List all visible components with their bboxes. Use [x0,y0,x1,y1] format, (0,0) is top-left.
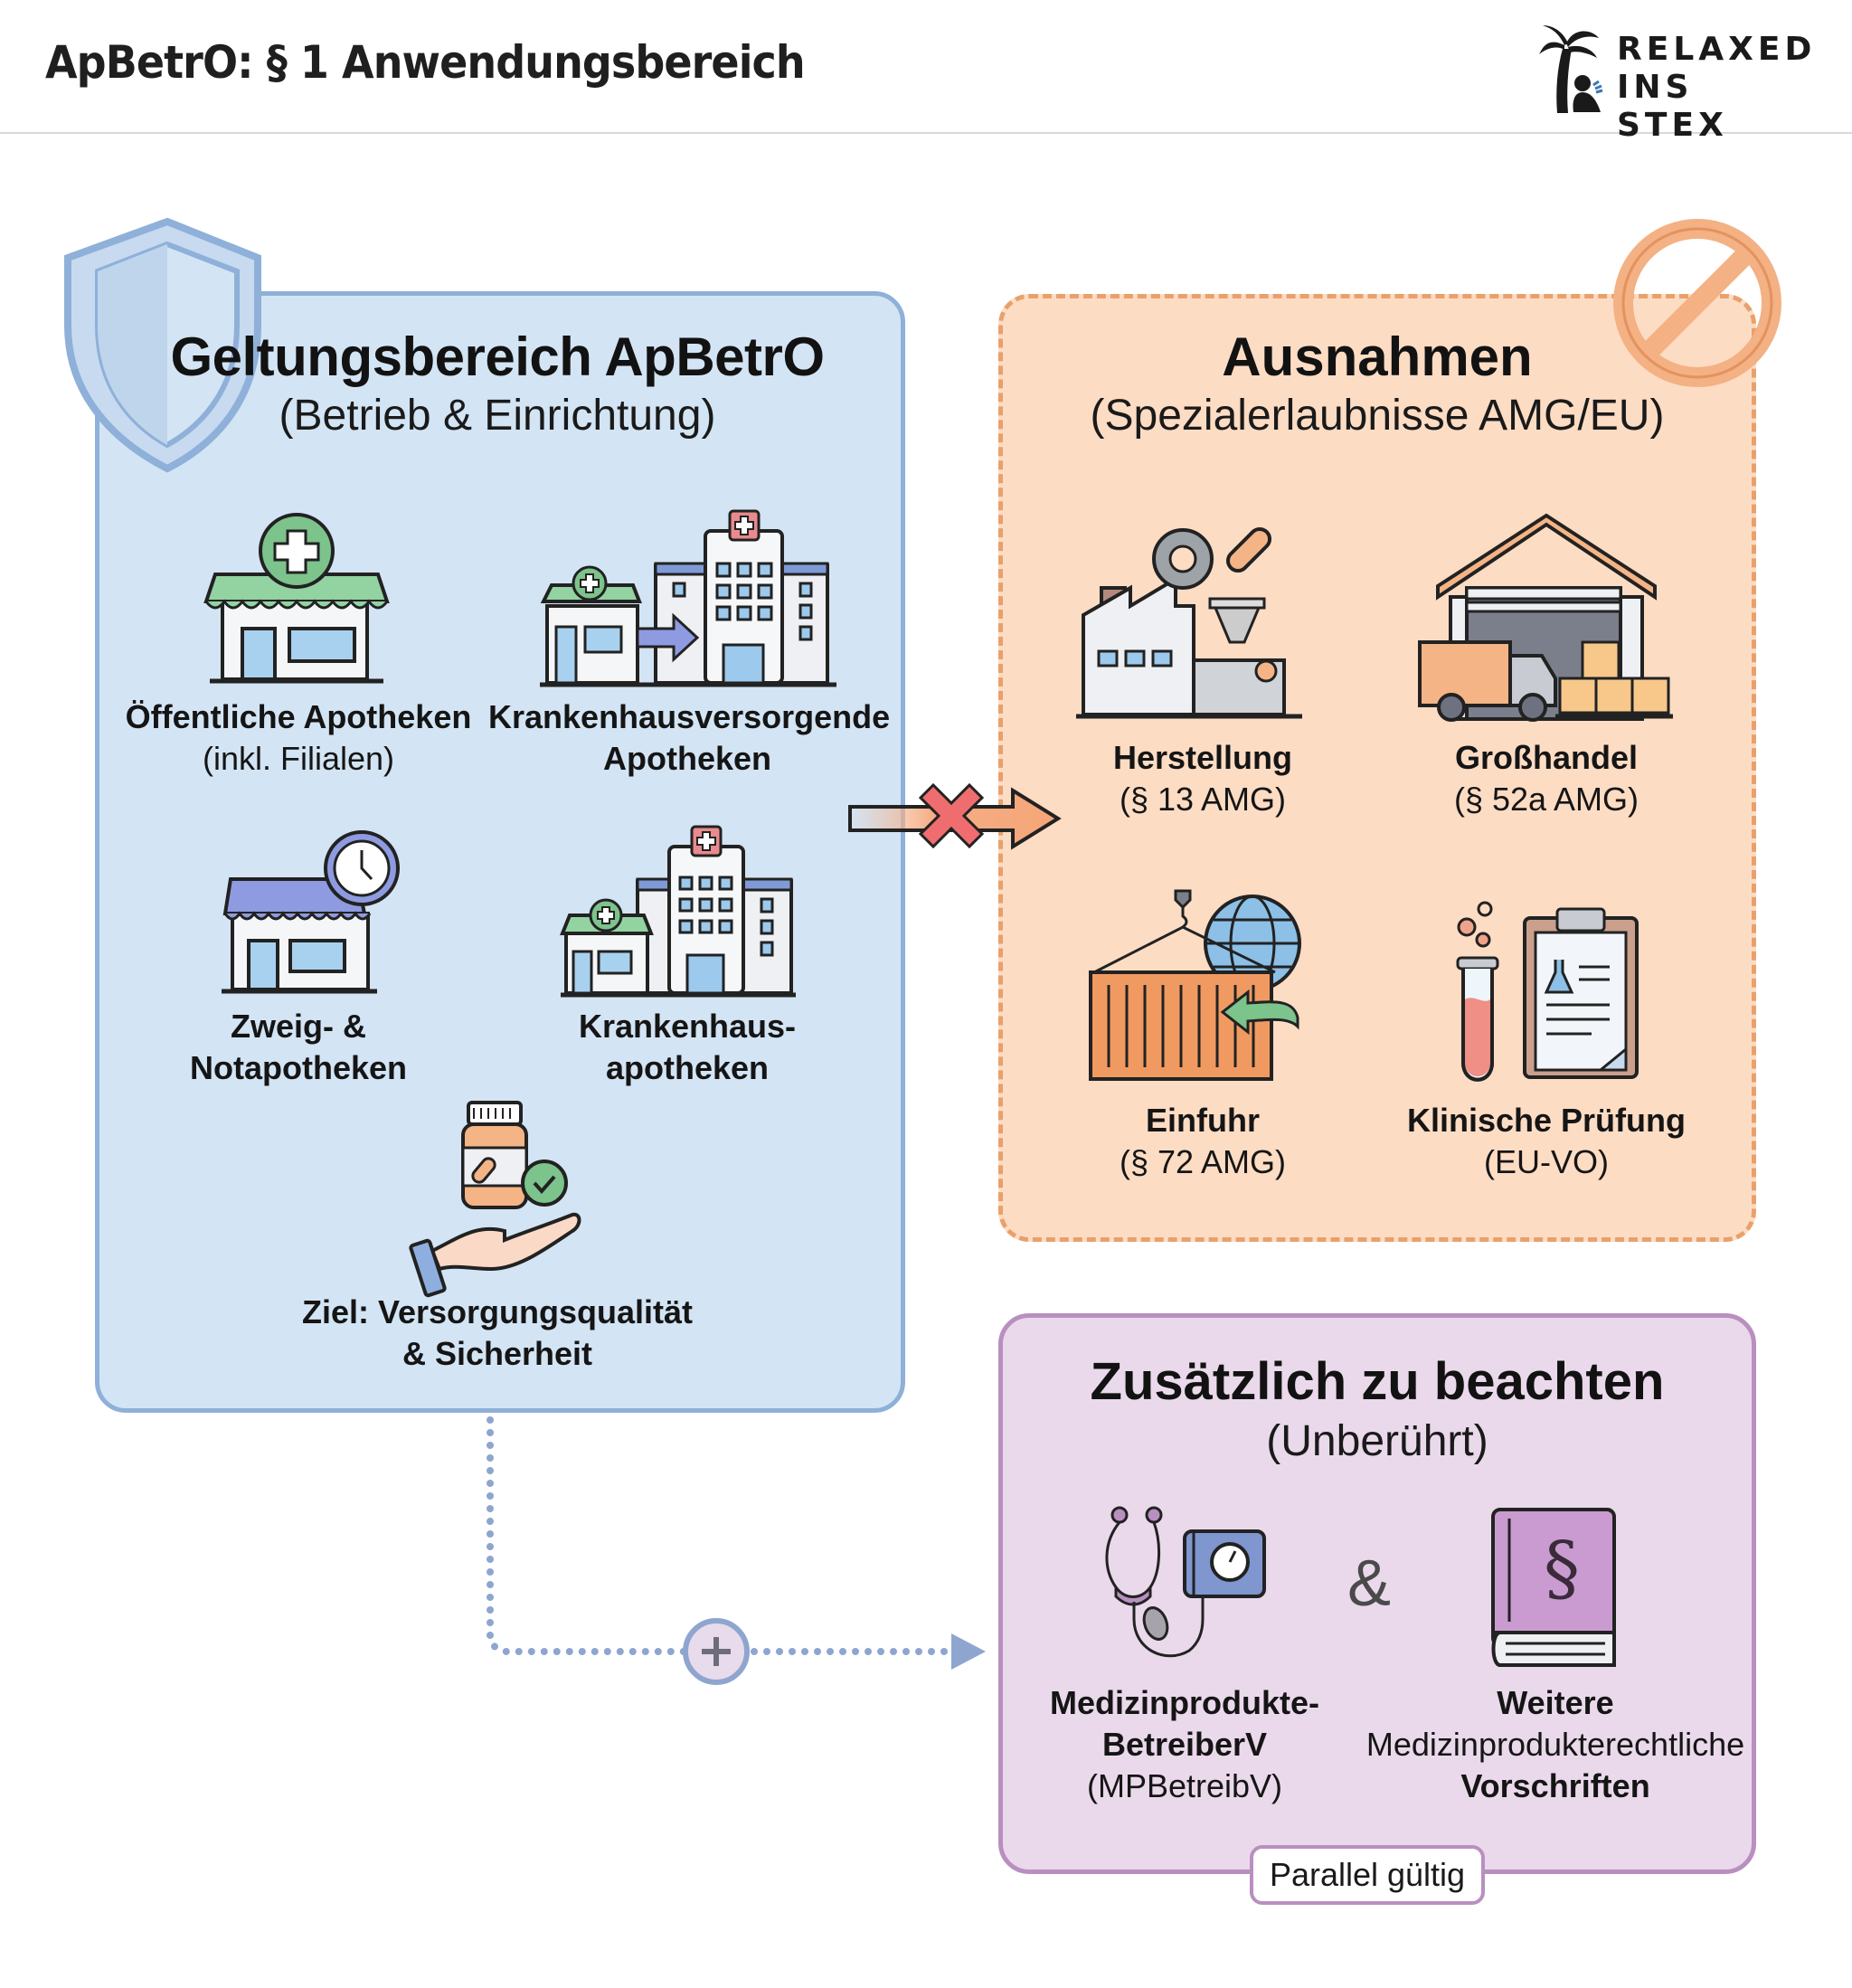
item-title: Öffentliche Apotheken [125,698,472,735]
item-title: Krankenhaus- [578,1008,797,1045]
additional-item-further-regulations: Weitere Medizinprodukterechtliche Vorsch… [1338,1682,1772,1807]
pharmacy-to-hospital-icon [540,509,836,687]
exception-clinical-trial: Klinische Prüfung (EU-VO) [1365,1100,1727,1183]
item-detail: (§ 52a AMG) [1453,781,1639,818]
additional-subtitle: (Unberührt) [1266,1417,1488,1465]
pharmacy-clock-icon [222,830,400,994]
item-title-2: Notapotheken [189,1049,407,1086]
prohibited-icon [1613,219,1781,387]
item-line-2: BetreiberV [1101,1726,1268,1763]
logo-line-1: RELAXED [1617,31,1817,68]
exception-wholesale: Großhandel (§ 52a AMG) [1365,737,1727,820]
exception-manufacturing: Herstellung (§ 13 AMG) [1022,737,1384,820]
item-title: Klinische Prüfung [1406,1102,1687,1139]
page-title: ApBetrO: § 1 Anwendungsbereich [45,36,806,89]
law-book-icon: § [1491,1508,1616,1667]
ampersand: & [1347,1548,1392,1620]
additional-title: Zusätzlich zu beachten [1090,1352,1665,1411]
item-line-1: Medizinprodukte- [1050,1684,1319,1721]
item-line-3: Vorschriften [1460,1767,1650,1804]
scope-title: Geltungsbereich ApBetrO [170,327,825,387]
goal-line-2: & Sicherheit [402,1335,593,1372]
shield-icon [64,217,261,473]
item-title: Herstellung [1112,739,1293,776]
logo: RELAXED INS STEX [1537,18,1811,144]
item-line-1: Weitere [1497,1684,1614,1721]
item-line-2: Medizinprodukterechtliche [1365,1726,1745,1763]
logo-text: RELAXED INS STEX [1617,31,1816,145]
goal-line-1: Ziel: Versorgungsqualität [301,1293,694,1330]
logo-line-2: INS STEX [1617,69,1728,144]
item-line-3: (MPBetreibV) [1086,1767,1283,1804]
exception-import: Einfuhr (§ 72 AMG) [1022,1100,1384,1183]
additional-item-mpbetreibv: Medizinprodukte- BetreiberV (MPBetreibV) [1013,1682,1356,1807]
item-detail: (EU-VO) [1484,1143,1609,1180]
scope-item-branch-emergency-pharmacies: Zweig- & Notapotheken [118,1006,479,1089]
scope-goal: Ziel: Versorgungsqualität & Sicherheit [271,1292,723,1375]
item-title: Zweig- & [231,1008,366,1045]
scope-item-public-pharmacies: Öffentliche Apotheken (inkl. Filialen) [109,696,488,780]
item-title-2: apotheken [605,1049,770,1086]
hand-medicine-check-icon [409,1101,581,1298]
scope-box [95,291,905,1413]
parallel-valid-badge: Parallel gültig [1250,1845,1485,1905]
hospital-pharmacy-icon [560,825,796,998]
scope-item-hospital-supplying-pharmacies: Krankenhausversorgende Apotheken [488,696,891,780]
blocked-arrow-icon [848,782,1062,850]
exceptions-subtitle: (Spezialerlaubnisse AMG/EU) [1090,392,1665,440]
test-tube-clipboard-icon [1456,901,1639,1082]
section-sign: § [1544,1526,1580,1610]
stethoscope-blood-pressure-icon [1105,1506,1266,1658]
exceptions-title: Ausnahmen [1222,327,1533,387]
item-title: Einfuhr [1146,1102,1260,1139]
factory-icon [1076,526,1302,719]
item-title: Krankenhausversorgende [488,698,891,735]
warehouse-truck-icon [1418,513,1673,722]
import-container-globe-icon [1089,889,1301,1081]
scope-subtitle: (Betrieb & Einrichtung) [279,392,716,440]
item-title: Großhandel [1454,739,1638,776]
dotted-connector [487,1416,986,1670]
header: ApBetrO: § 1 Anwendungsbereich RELAXED I… [0,0,1852,144]
palm-tree-person-icon [1539,25,1603,113]
item-detail: (inkl. Filialen) [202,740,395,777]
plus-circle-icon [683,1618,750,1685]
scope-item-hospital-pharmacies: Krankenhaus- apotheken [506,1006,868,1089]
pharmacy-store-icon [203,513,390,684]
item-title-2: Apotheken [602,740,771,777]
item-detail: (§ 72 AMG) [1119,1143,1287,1180]
item-detail: (§ 13 AMG) [1119,781,1287,818]
exceptions-box [998,294,1756,1242]
